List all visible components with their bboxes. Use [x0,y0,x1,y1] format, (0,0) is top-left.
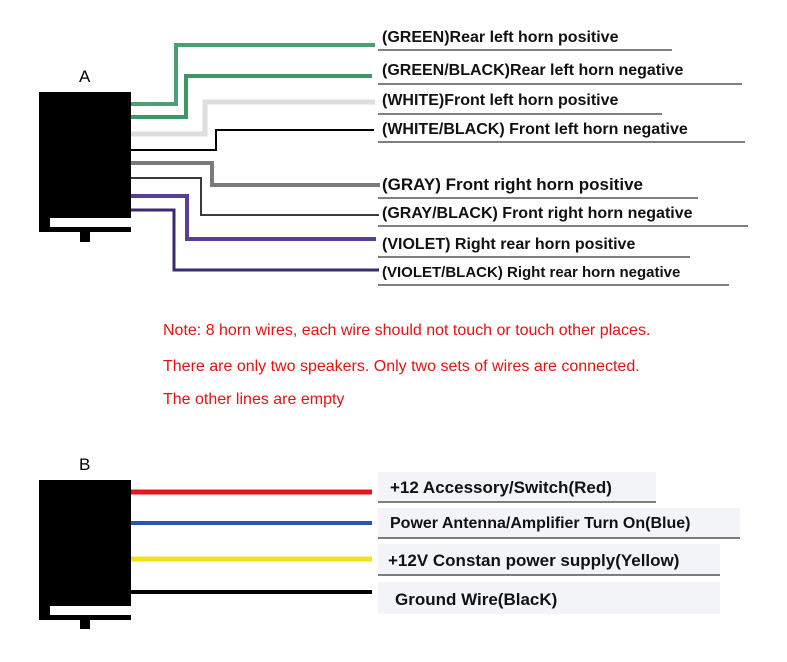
connector-a-labels: (GREEN)Rear left horn positive (GREEN/BL… [378,29,748,286]
note-block: Note: 8 horn wires, each wire should not… [163,322,650,408]
connector-a-label: A [79,67,91,86]
wire-a-0 [131,43,375,106]
connector-b-label: B [79,455,90,474]
wire-a-4 [131,161,380,187]
wire-a-label-6: (VIOLET) Right rear horn positive [382,236,635,253]
wire-b-label-0: +12 Accessory/Switch(Red) [390,478,612,497]
wire-a-label-1: (GREEN/BLACK)Rear left horn negative [382,62,683,79]
wire-a-label-3: (WHITE/BLACK) Front left horn negative [382,121,688,138]
wire-a-label-4: (GRAY) Front right horn positive [382,175,643,194]
wire-a-1 [131,74,372,119]
wire-b-label-2: +12V Constan power supply(Yellow) [388,551,679,570]
wire-a-7 [131,208,379,272]
note-line-2: The other lines are empty [163,391,344,408]
connector-a-wires [131,43,380,272]
connector-b-wires [131,489,372,594]
connector-b-labels: +12 Accessory/Switch(Red) Power Antenna/… [378,472,740,614]
connector-a-body [39,92,131,242]
wire-a-label-7: (VIOLET/BLACK) Right rear horn negative [382,264,680,281]
connector-b-body [39,480,131,629]
wire-b-label-1: Power Antenna/Amplifier Turn On(Blue) [390,515,690,532]
wire-a-6 [131,194,376,241]
wire-b-label-3: Ground Wire(BlacK) [395,590,557,609]
wire-a-label-5: (GRAY/BLACK) Front right horn negative [382,205,693,222]
note-line-1: There are only two speakers. Only two se… [163,358,640,375]
wire-a-label-0: (GREEN)Rear left horn positive [382,29,619,46]
wire-a-3 [131,129,374,151]
note-line-0: Note: 8 horn wires, each wire should not… [163,322,650,339]
wire-a-label-2: (WHITE)Front left horn positive [382,92,619,109]
wire-a-2 [131,99,375,137]
wire-a-5 [131,177,379,216]
